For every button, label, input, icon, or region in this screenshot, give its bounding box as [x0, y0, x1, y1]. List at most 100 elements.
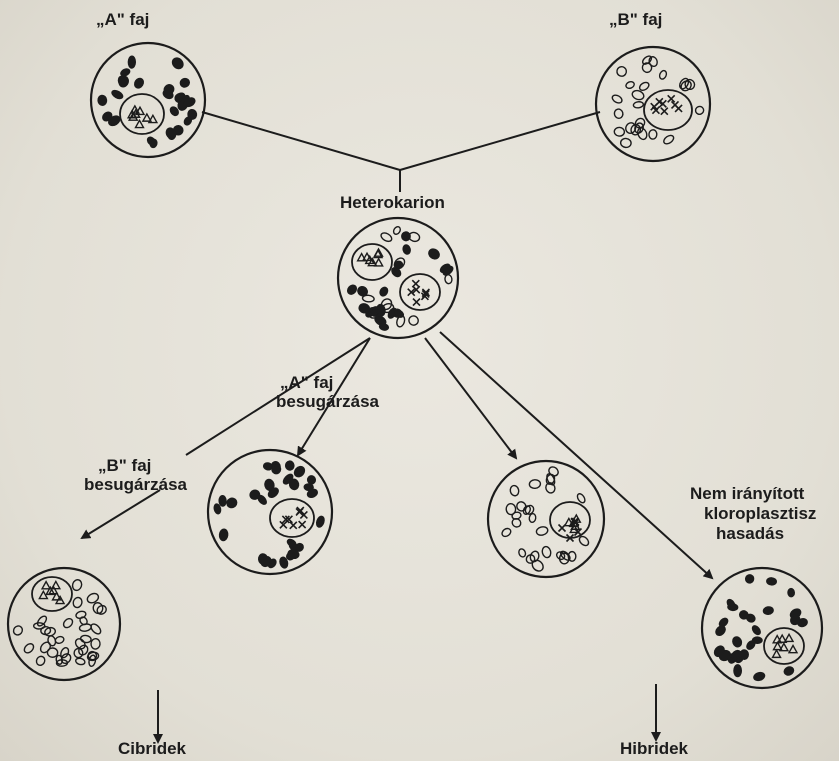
arrow-center-right — [425, 338, 516, 458]
triangle-mark — [363, 253, 371, 260]
nucleus — [764, 628, 804, 664]
cell-hybrid-open — [488, 461, 604, 577]
cell-species-a — [91, 43, 205, 157]
cell-hybrid-filled — [702, 568, 822, 688]
chloroplast-open — [638, 81, 650, 92]
chloroplast-open — [91, 638, 101, 649]
chloroplast-filled — [751, 624, 762, 635]
chloroplast-open — [611, 94, 623, 105]
chloroplast-filled — [111, 89, 124, 100]
species-a-label: „A" faj — [96, 10, 149, 29]
chloroplast-open — [633, 101, 644, 108]
cell-membrane — [596, 47, 710, 161]
cross-mark — [290, 522, 297, 529]
species-b-label: „B" faj — [609, 10, 662, 29]
arrow-b-irradiation — [82, 490, 160, 538]
cybrids-label: Cibridek — [118, 739, 186, 758]
chloroplast-filled — [767, 577, 777, 585]
chloroplast-filled — [219, 496, 226, 507]
chloroplast-open — [636, 127, 648, 141]
chloroplast-open — [79, 623, 92, 632]
cell-membrane — [338, 218, 458, 338]
chloroplast-filled — [179, 77, 191, 88]
segregation-label-line2: kloroplasztisz — [704, 504, 816, 523]
chloroplast-filled — [392, 308, 404, 319]
triangle-mark — [149, 115, 157, 122]
chloroplast-open — [47, 635, 57, 647]
chloroplast-filled — [170, 56, 185, 71]
chloroplast-open — [392, 225, 401, 235]
cell-species-b — [596, 47, 710, 161]
chloroplast-open — [35, 655, 46, 667]
chloroplast-open — [614, 127, 625, 137]
chloroplast-open — [511, 511, 521, 520]
chloroplast-filled — [98, 95, 107, 106]
chloroplast-filled — [783, 665, 795, 676]
cells — [8, 43, 822, 688]
chloroplast-open — [407, 314, 420, 326]
chloroplast-open — [71, 579, 83, 592]
chloroplast-filled — [292, 465, 306, 479]
cross-mark — [559, 525, 566, 532]
chloroplast-open — [380, 231, 394, 243]
triangle-mark — [780, 643, 788, 650]
chloroplast-open — [649, 129, 658, 139]
chloroplast-filled — [763, 606, 774, 615]
chloroplast-filled — [740, 650, 748, 659]
chloroplast-open — [684, 78, 697, 91]
irradiation-b-label-line2: besugárzása — [84, 475, 187, 494]
cross-mark — [675, 105, 682, 112]
cross-mark — [668, 95, 675, 102]
fusion-line-b — [400, 112, 600, 170]
cross-mark — [299, 521, 306, 528]
chloroplast-filled — [133, 77, 145, 90]
nucleus — [352, 244, 392, 280]
chloroplast-open — [75, 657, 86, 665]
chloroplast-filled — [753, 671, 766, 681]
irradiation-a-label-line2: besugárzása — [276, 392, 379, 411]
chloroplast-open — [36, 615, 48, 628]
chloroplast-open — [39, 640, 53, 654]
chloroplast-open — [620, 138, 631, 148]
cross-mark — [412, 280, 419, 287]
cell-cybrid — [8, 568, 120, 680]
chloroplast-open — [12, 624, 24, 637]
chloroplast-open — [72, 596, 83, 608]
segregation-label-line3: hasadás — [716, 524, 784, 543]
chloroplast-open — [23, 642, 36, 655]
fusion-line-a — [202, 112, 400, 170]
chloroplast-open — [62, 617, 74, 629]
irradiation-b-label-line1: „B" faj — [98, 456, 151, 475]
chloroplast-open — [541, 546, 552, 559]
chloroplast-open — [530, 558, 545, 573]
chloroplast-open — [694, 105, 704, 115]
triangle-mark — [52, 581, 60, 588]
chloroplast-open — [536, 526, 549, 537]
arrow-segregation — [440, 332, 712, 578]
chloroplast-open — [658, 70, 667, 81]
chloroplast-filled — [744, 573, 755, 584]
chloroplast-open — [501, 527, 513, 538]
chloroplast-filled — [346, 283, 358, 295]
cell-irradiated-a — [208, 450, 332, 574]
chloroplast-filled — [731, 636, 743, 648]
chloroplast-filled — [734, 665, 741, 677]
cross-mark — [413, 299, 420, 306]
chloroplast-filled — [219, 529, 228, 541]
chloroplast-filled — [726, 598, 737, 610]
cross-mark — [661, 108, 668, 115]
chloroplast-open — [662, 134, 675, 146]
chloroplast-open — [678, 77, 690, 91]
chloroplast-open — [641, 55, 653, 66]
chloroplast-filled — [402, 244, 411, 255]
chloroplast-filled — [379, 323, 389, 331]
chloroplast-filled — [379, 286, 389, 297]
irradiation-a-label-line1: „A" faj — [280, 373, 333, 392]
chloroplast-open — [509, 485, 519, 497]
chloroplast-filled — [315, 515, 325, 528]
triangle-mark — [785, 634, 793, 641]
hybrids-label: Hibridek — [620, 739, 688, 758]
chloroplast-filled — [225, 497, 238, 509]
